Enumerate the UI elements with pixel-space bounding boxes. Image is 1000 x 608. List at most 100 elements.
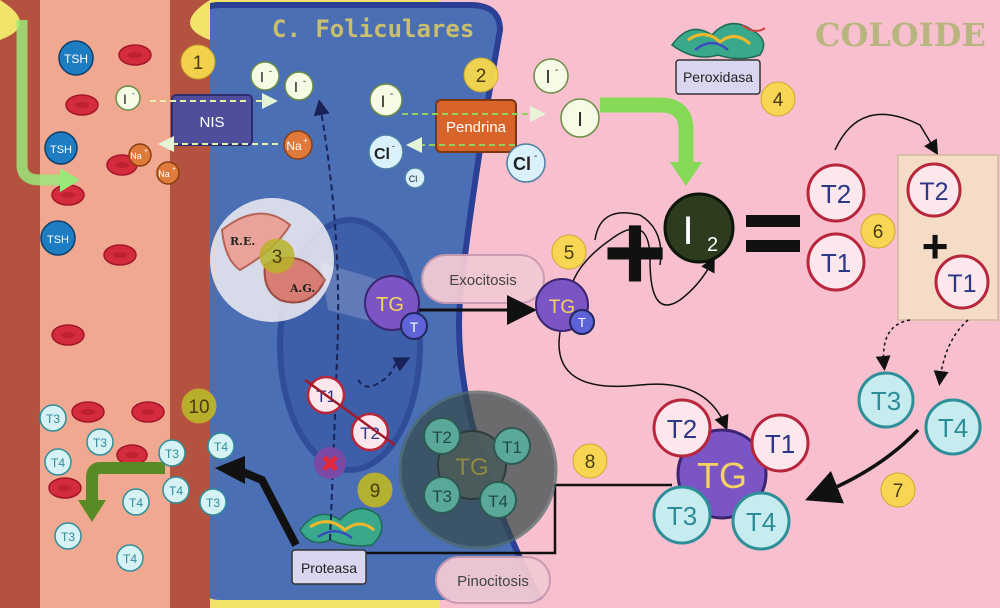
svg-text:I: I <box>123 91 127 107</box>
svg-text:T4: T4 <box>214 440 228 454</box>
step-badge-label: 3 <box>272 247 283 268</box>
svg-text:-: - <box>534 151 537 162</box>
t2-cell-label: T2 <box>360 424 380 443</box>
step-badge <box>572 443 608 479</box>
tsh-molecule <box>40 220 76 256</box>
t1-complex-label: T1 <box>765 429 795 459</box>
protein-structure-icon <box>670 22 766 60</box>
colloid-title: COLOIDE <box>815 16 986 54</box>
peroxidasa-box <box>675 59 761 95</box>
chloride-ion <box>368 134 404 170</box>
equals-sign-top <box>746 215 800 227</box>
step-badge <box>357 472 393 508</box>
t2-colloid-label: T2 <box>821 179 851 209</box>
iodine-molecule <box>663 192 735 264</box>
pinocitosis-pill <box>435 556 551 604</box>
t4-complex <box>731 491 791 551</box>
step-badge-label: 6 <box>873 222 884 243</box>
svg-text:I: I <box>381 92 386 111</box>
step-badge-label: 10 <box>188 397 209 418</box>
svg-text:T3: T3 <box>46 412 60 426</box>
step-badge-label: 4 <box>773 90 784 111</box>
svg-text:+: + <box>144 148 148 155</box>
svg-text:I: I <box>294 79 298 96</box>
t4-vesicle-label: T4 <box>488 492 508 511</box>
step-badge <box>551 234 587 270</box>
svg-text:-: - <box>390 89 393 100</box>
step-badge-label: 7 <box>893 481 904 502</box>
step-badge <box>181 388 217 424</box>
sodium-ion <box>283 130 313 160</box>
t2-box-label: T2 <box>919 178 948 206</box>
step-badge-label: 9 <box>370 481 381 502</box>
svg-text:Cl: Cl <box>409 174 418 184</box>
vessel-lumen <box>40 0 170 608</box>
t4-blood <box>116 544 144 572</box>
pinocitosis-label: Pinocitosis <box>457 573 529 590</box>
t2-colloid <box>806 163 866 223</box>
exocitosis-pill <box>421 254 545 304</box>
svg-text:Cl: Cl <box>374 146 390 163</box>
svg-text:-: - <box>132 89 135 98</box>
pendrina-label: Pendrina <box>446 119 507 136</box>
t1-complex <box>750 413 810 473</box>
t3-blood <box>199 488 227 516</box>
svg-text:Na: Na <box>158 169 170 179</box>
t2-box <box>906 162 962 218</box>
tsh-molecule <box>44 131 78 165</box>
cross-icon <box>314 447 346 479</box>
t3-vesicle-label: T3 <box>432 487 452 506</box>
svg-text:+: + <box>172 166 176 173</box>
svg-text:T3: T3 <box>61 530 75 544</box>
iodine-label: I <box>682 209 693 253</box>
t4-blood <box>44 448 72 476</box>
t4-blood <box>207 432 235 460</box>
step-badge <box>880 472 916 508</box>
cross-label: ✖ <box>320 451 340 478</box>
t3-blood <box>86 428 114 456</box>
step-badge-label: 5 <box>564 243 575 264</box>
t3-colloid <box>857 371 915 429</box>
t3-colloid-label: T3 <box>871 386 901 416</box>
t3-blood <box>158 439 186 467</box>
tsh-molecule <box>58 40 94 76</box>
t3-complex <box>652 485 712 545</box>
svg-text:Cl: Cl <box>513 154 531 174</box>
t1-colloid-label: T1 <box>821 248 851 278</box>
svg-text:I: I <box>545 67 550 87</box>
sodium-ion <box>128 143 152 167</box>
t1-box <box>934 254 990 310</box>
tg-colloid-label: TG <box>549 297 575 318</box>
t2-complex <box>652 398 712 458</box>
svg-text:Na: Na <box>286 139 302 153</box>
t-colloid <box>569 309 595 335</box>
proteasa-box <box>291 549 367 585</box>
step-badge-label: 1 <box>193 53 204 74</box>
tg-complex-label: TG <box>697 455 747 496</box>
svg-text:T3: T3 <box>165 447 179 461</box>
tg-cell-label: TG <box>376 294 404 316</box>
t4-colloid-label: T4 <box>938 413 968 443</box>
tg-vesicle-label: TG <box>455 454 488 481</box>
iodide-ion <box>533 58 569 94</box>
chloride-ion <box>506 143 546 183</box>
plus-sign: + <box>603 191 667 314</box>
t2-complex-label: T2 <box>667 414 697 444</box>
svg-text:Na: Na <box>130 151 142 161</box>
iodide-ion <box>250 61 280 91</box>
step-badge <box>760 81 796 117</box>
t4-blood <box>122 488 150 516</box>
svg-text:T4: T4 <box>129 496 143 510</box>
chloride-ion <box>404 167 426 189</box>
t3-blood <box>54 522 82 550</box>
step-badge <box>180 44 216 80</box>
svg-text:TSH: TSH <box>50 144 72 156</box>
iodide-ion <box>369 83 403 117</box>
svg-text:-: - <box>269 66 272 76</box>
svg-text:T3: T3 <box>206 496 220 510</box>
t4-blood <box>162 476 190 504</box>
exocitosis-label: Exocitosis <box>449 272 517 289</box>
t2-vesicle-label: T2 <box>432 428 452 447</box>
sodium-ion <box>156 161 180 185</box>
